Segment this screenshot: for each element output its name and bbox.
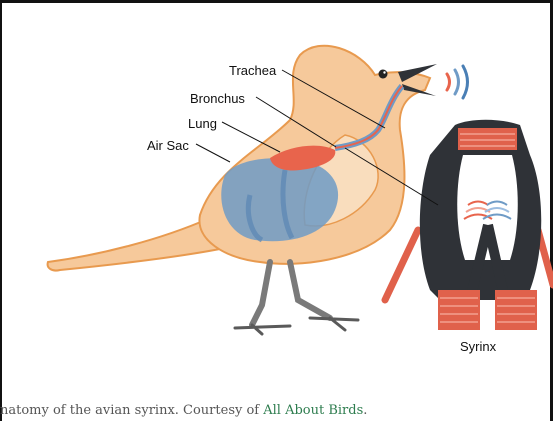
avian-syrinx-diagram: Trachea Bronchus Lung Air Sac Syrinx bbox=[0, 0, 553, 400]
all-about-birds-link[interactable]: All About Birds bbox=[263, 403, 363, 418]
eye-highlight bbox=[383, 71, 385, 73]
caption-period: . bbox=[363, 403, 367, 418]
trachea-label: Trachea bbox=[229, 63, 277, 78]
bird-eye bbox=[379, 70, 388, 79]
syrinx-sound-arcs bbox=[464, 202, 511, 220]
bird-tail bbox=[48, 218, 225, 271]
lung-label: Lung bbox=[188, 116, 217, 131]
syrinx-left-bronchus bbox=[438, 290, 480, 330]
caption-text: natomy of the avian syrinx. Courtesy of bbox=[0, 403, 263, 418]
syrinx-cross-section bbox=[385, 120, 553, 330]
figure-caption: natomy of the avian syrinx. Courtesy of … bbox=[0, 400, 553, 421]
sound-waves-icon bbox=[447, 66, 468, 98]
syrinx-left-muscle bbox=[385, 230, 418, 300]
bronchus-label: Bronchus bbox=[190, 91, 245, 106]
syrinx-right-bronchus bbox=[495, 290, 537, 330]
syrinx-label: Syrinx bbox=[460, 339, 497, 354]
bird-leg bbox=[252, 262, 330, 325]
air-sac-label: Air Sac bbox=[147, 138, 189, 153]
air-sac-leader bbox=[196, 144, 230, 162]
